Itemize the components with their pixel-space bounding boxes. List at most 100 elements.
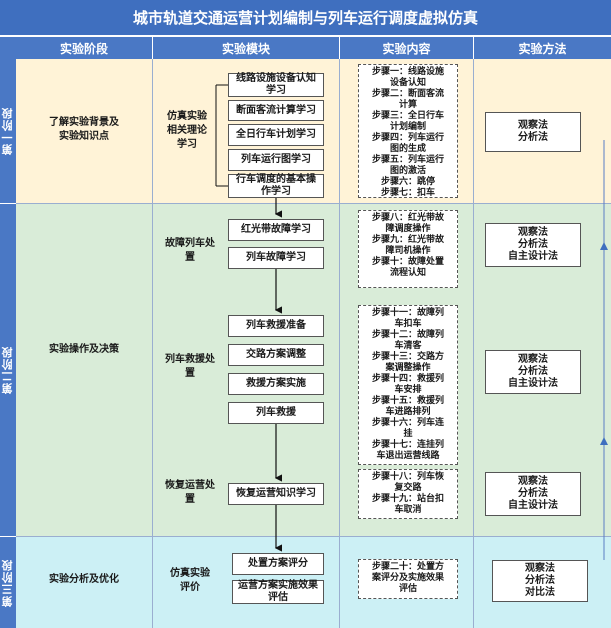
stage3-phase: 实验分析及优化	[49, 574, 119, 585]
step-line: 步骤四：列车运行	[371, 133, 444, 143]
rescue-methods: 观察法 分析法 自主设计法	[485, 350, 581, 394]
module-box: 处置方案评分	[232, 553, 324, 575]
grid-line	[339, 59, 340, 628]
method-item: 观察法	[525, 563, 555, 574]
step-line: 案调整操作	[385, 363, 431, 373]
step-line: 车取消	[394, 505, 422, 515]
module-box: 断面客流计算学习	[228, 100, 324, 121]
side-arrow-up	[600, 437, 608, 445]
fault-methods: 观察法 分析法 自主设计法	[485, 223, 581, 267]
step-line: 步骤九：红光带故	[371, 235, 444, 245]
stage2-phase: 实验操作及决策	[49, 344, 119, 355]
rescue-module: 列车救援处 置	[165, 354, 215, 379]
step-line: 障调度操作	[385, 224, 431, 234]
method-item: 分析法	[518, 239, 548, 250]
step-line: 步骤十八：列车恢	[371, 472, 444, 482]
module-box: 交路方案调整	[228, 344, 324, 366]
stage1-phase: 了解实验背景及 实验知识点	[49, 117, 119, 142]
step-line: 步骤六：跳停	[380, 177, 435, 187]
module-box: 列车故障学习	[228, 247, 324, 269]
recovery-module: 恢复运营处 置	[165, 480, 215, 505]
grid-line	[16, 203, 611, 204]
fault-module: 故障列车处 置	[165, 238, 215, 263]
recovery-steps: 步骤十八：列车恢 复交路 步骤十九：站台扣 车取消	[358, 469, 458, 519]
header-content: 实验内容	[340, 37, 473, 59]
step-line: 步骤十一：故障列	[371, 308, 444, 318]
stage3-methods: 观察法 分析法 对比法	[492, 560, 588, 602]
method-item: 分析法	[518, 366, 548, 377]
diagram-title: 城市轨道交通运营计划编制与列车运行调度虚拟仿真	[0, 0, 611, 35]
module-box: 列车救援准备	[228, 315, 324, 337]
step-line: 步骤五：列车运行	[371, 155, 444, 165]
method-item: 观察法	[518, 476, 548, 487]
step-line: 步骤十九：站台扣	[371, 494, 444, 504]
step-line: 步骤二十：处置方	[371, 562, 444, 572]
module-box: 全日行车计划学习	[228, 124, 324, 146]
step-line: 步骤十五：救援列	[371, 396, 444, 406]
step-line: 图的生成	[389, 144, 426, 154]
module-box: 恢复运营知识学习	[228, 483, 324, 505]
step-line: 计算	[398, 100, 417, 110]
step-line: 车扣车	[394, 319, 422, 329]
step-line: 评估	[398, 584, 417, 594]
method-item: 分析法	[518, 488, 548, 499]
step-line: 计划编制	[389, 122, 426, 132]
rescue-steps: 步骤十一：故障列 车扣车 步骤十二：故障列 车清客 步骤十三：交路方 案调整操作…	[358, 305, 458, 465]
method-item: 观察法	[518, 227, 548, 238]
stage1-steps: 步骤一：线路设施 设备认知 步骤二：断面客流 计算 步骤三：全日行车 计划编制 …	[358, 64, 458, 198]
step-line: 车进路排列	[385, 407, 431, 417]
stage1-label: 第一阶段	[0, 59, 16, 203]
stage3-module: 仿真实验 评价	[170, 568, 210, 593]
module-box: 运营方案实施效果 评估	[232, 580, 324, 604]
stage3-steps: 步骤二十：处置方 案评分及实施效果 评估	[358, 559, 458, 599]
step-line: 案评分及实施效果	[371, 573, 444, 583]
method-item: 对比法	[525, 587, 555, 598]
stage2-label: 第二阶段	[0, 204, 16, 536]
module-box: 列车救援	[228, 402, 324, 424]
stage1-methods: 观察法 分析法	[485, 112, 581, 152]
method-item: 自主设计法	[508, 251, 558, 262]
grid-line	[16, 536, 611, 537]
fault-steps: 步骤八：红光带故 障调度操作 步骤九：红光带故 障司机操作 步骤十：故障处置 流…	[358, 210, 458, 288]
header-corner	[0, 37, 16, 59]
step-line: 障司机操作	[385, 246, 431, 256]
step-line: 步骤十：故障处置	[371, 257, 444, 267]
method-item: 分析法	[525, 575, 555, 586]
module-box: 救援方案实施	[228, 373, 324, 395]
step-line: 挂	[403, 429, 413, 439]
step-line: 步骤十四：救援列	[371, 374, 444, 384]
step-line: 步骤十三：交路方	[371, 352, 444, 362]
step-line: 步骤十七：连挂列	[371, 440, 444, 450]
step-line: 步骤十六：列车连	[371, 418, 444, 428]
step-line: 步骤三：全日行车	[371, 111, 444, 121]
step-line: 复交路	[394, 483, 422, 493]
module-box: 列车运行图学习	[228, 149, 324, 171]
header-stage: 实验阶段	[16, 37, 152, 59]
stage1-module: 仿真实验 相关理论 学习	[167, 111, 207, 150]
module-box: 红光带故障学习	[228, 219, 324, 241]
step-line: 车安排	[394, 385, 422, 395]
grid-line	[473, 59, 474, 628]
step-line: 步骤八：红光带故	[371, 213, 444, 223]
header-module: 实验模块	[153, 37, 339, 59]
side-arrow-up	[600, 242, 608, 250]
grid-line	[152, 59, 153, 628]
step-line: 图的激活	[389, 166, 426, 176]
module-box: 线路设施设备认知 学习	[228, 73, 324, 97]
step-line: 步骤二：断面客流	[371, 89, 444, 99]
step-line: 步骤一：线路设施	[371, 67, 444, 77]
method-item: 分析法	[518, 132, 548, 143]
step-line: 步骤十二：故障列	[371, 330, 444, 340]
step-line: 流程认知	[389, 268, 426, 278]
module-box: 行车调度的基本操 作学习	[228, 174, 324, 198]
stage3-label: 第三阶段	[0, 537, 16, 628]
method-item: 自主设计法	[508, 500, 558, 511]
method-item: 观察法	[518, 354, 548, 365]
step-line: 步骤七：扣车	[380, 188, 435, 198]
method-item: 观察法	[518, 120, 548, 131]
step-line: 设备认知	[389, 78, 426, 88]
step-line: 车清客	[394, 341, 422, 351]
header-method: 实验方法	[474, 37, 611, 59]
